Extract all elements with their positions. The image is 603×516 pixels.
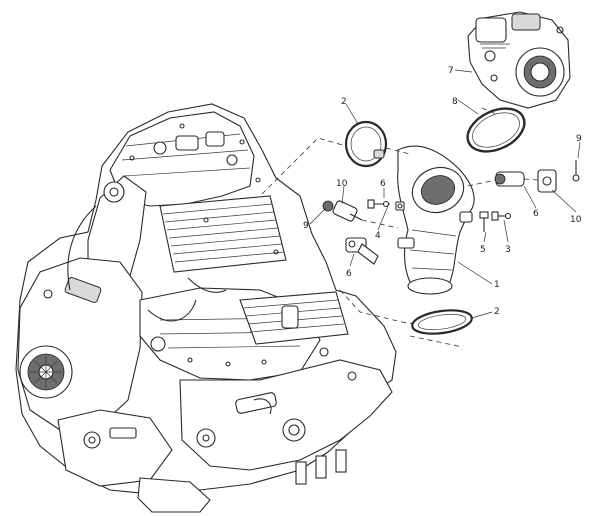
- callout-6-left: 6: [346, 269, 352, 279]
- callout-9-left: 9: [303, 221, 309, 231]
- leader-lines: [309, 69, 581, 319]
- hose-clamp-lower: [411, 309, 473, 335]
- callout-4: 4: [375, 231, 381, 241]
- clutch-cover: [17, 257, 143, 431]
- sensor-middle: [345, 237, 379, 265]
- sensor-left: [322, 200, 363, 222]
- engine-assembly: [15, 103, 397, 513]
- bolt-small-4: [367, 199, 390, 209]
- callout-5: 5: [480, 245, 486, 255]
- callout-labels: 7 8 2 9 6 10 9 4 6 6 10 5 3 1 2: [303, 66, 582, 317]
- hose-clamp-upper: [344, 120, 388, 168]
- cylinder-fins: [159, 195, 287, 273]
- callout-2-upper: 2: [341, 97, 347, 107]
- bolt-small-5: [479, 211, 489, 232]
- callout-10-left: 10: [336, 179, 348, 189]
- rear-cylinder-fins: [239, 291, 349, 345]
- screw-right-9: [572, 160, 580, 182]
- callout-1: 1: [494, 280, 500, 290]
- throttle-body: [467, 11, 571, 109]
- callout-2-lower: 2: [494, 307, 500, 317]
- seal-ring: [466, 107, 526, 153]
- bolt-small-3: [491, 211, 512, 221]
- callout-6-top: 6: [380, 179, 386, 189]
- assembly-guide-lines: [261, 107, 539, 351]
- callout-3: 3: [505, 245, 511, 255]
- callout-8: 8: [452, 97, 458, 107]
- callout-9-right: 9: [576, 134, 582, 144]
- bolt-small-6: [395, 201, 405, 211]
- callout-10-right: 10: [570, 215, 582, 225]
- callout-7: 7: [448, 66, 454, 76]
- intake-manifold: [397, 145, 475, 295]
- callout-6-right: 6: [533, 209, 539, 219]
- sensor-right: [494, 169, 557, 193]
